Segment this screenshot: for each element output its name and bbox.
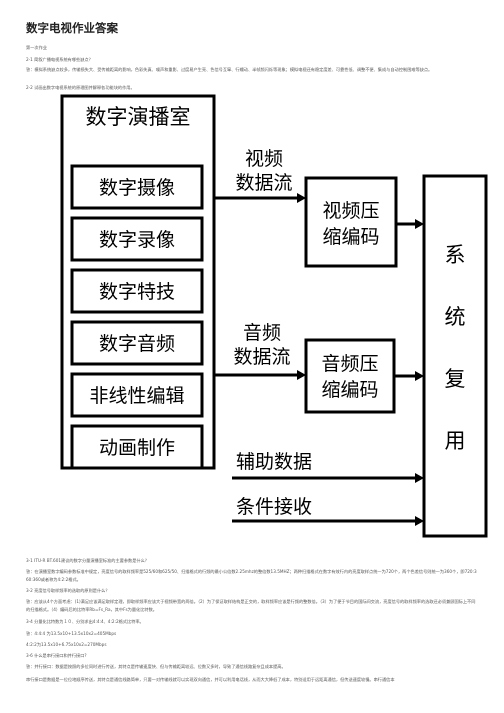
audio-arrow-head: [297, 370, 306, 380]
question-2-2: 2-2 试画出数字电视系统的原理图并解释各功能块的作用。: [26, 85, 135, 90]
answer-3-4-line2: 4:2:2为13.5x10+6.75x10x2=270Mbps: [26, 642, 107, 647]
mux-char: 用: [445, 429, 466, 453]
question-3-1: 3-1 ITU-R BT.601建议的数字分量演播室标准的主要参数是什么？: [26, 558, 149, 563]
module-list: 数字摄像 数字录像 数字特技 数字音频 非线性编辑 动画制作: [70, 164, 204, 470]
question-3-2: 3-2 亮度信号取样频率的选取的原则是什么？: [26, 588, 110, 593]
aux-data-arrow-head: [415, 473, 424, 483]
answer-3-6-parallel: 答：并行接口：数据是按照的多位同时进行传送，其特点是传输速度快、但与传输距离较远…: [26, 664, 286, 669]
module-box: [70, 320, 204, 366]
module-label: 非线性编辑: [89, 385, 184, 407]
question-2-1: 2-1 简叙广播电视系统有哪些缺点？: [26, 57, 93, 62]
video-to-mux-arrow-head: [415, 219, 424, 229]
studio-title: 数字演播室: [86, 105, 191, 129]
module-label: 数字录像: [99, 229, 175, 251]
answer-3-6-serial: 串行接口是数据是一位位地顺序传送，其特点是通信线路简单，只要一对传输线就可以实现…: [26, 677, 395, 682]
mux-box: [422, 174, 488, 538]
audio-encoder-line2: 缩编码: [321, 379, 378, 401]
audio-encoder-box: [304, 338, 396, 414]
module-label: 数字音频: [99, 333, 175, 355]
conditional-access-label: 条件接收: [236, 496, 312, 518]
module-box: [70, 216, 204, 262]
module-label: 数字摄像: [99, 177, 175, 199]
page-title: 数字电视作业答案: [26, 21, 118, 35]
module-label: 数字特技: [99, 281, 175, 303]
answer-2-1: 答：模拟系统缺点较多，传输损失大、受传输距离的影响，色彩失真、噪声和重影、过度易…: [26, 67, 433, 72]
module-label: 动画制作: [99, 437, 175, 459]
section-heading: 第一次作业: [26, 45, 47, 50]
module-box: [70, 424, 204, 470]
audio-to-mux-arrow-head: [415, 371, 424, 381]
question-3-4: 3-4 分量化比特数为１０、分别求出4:4:4、4:2:2格式比特率。: [26, 619, 144, 624]
module-box: [70, 268, 204, 314]
audio-encoder-line1: 音频压: [321, 353, 378, 375]
video-arrow-head: [297, 193, 306, 203]
video-encoder-box: [304, 176, 398, 268]
video-encoder-line1: 视频压: [322, 200, 379, 222]
answer-3-4-line1: 答：4:4:4 为13.5x10+13.5x10x2=405Mbps: [26, 631, 117, 636]
video-stream-label-line1: 视频: [245, 148, 283, 170]
conditional-access-arrow-head: [415, 516, 424, 526]
answer-3-1: 答：在演播室数字编码参数标准中规定，亮度信号的取样频率是525/60和625/5…: [26, 569, 477, 582]
mux-char: 复: [445, 367, 466, 391]
mux-char: 系: [445, 243, 466, 267]
module-box: [70, 164, 204, 210]
module-box: [70, 372, 204, 418]
mux-char: 统: [445, 305, 466, 329]
video-stream-label-line2: 数据流: [235, 172, 292, 194]
video-encoder-line2: 缩编码: [322, 226, 379, 248]
audio-stream-label-line2: 数据流: [233, 346, 290, 368]
answer-3-2: 答：应该从4个方面考虑：(1)满足应该满足取样定理，即取样频率应该大于视频带宽的…: [26, 599, 476, 612]
aux-data-label: 辅助数据: [236, 451, 312, 473]
question-3-6: 3-6 什么是串行接口和并行接口?: [26, 653, 87, 658]
audio-stream-label-line1: 音频: [243, 322, 281, 344]
